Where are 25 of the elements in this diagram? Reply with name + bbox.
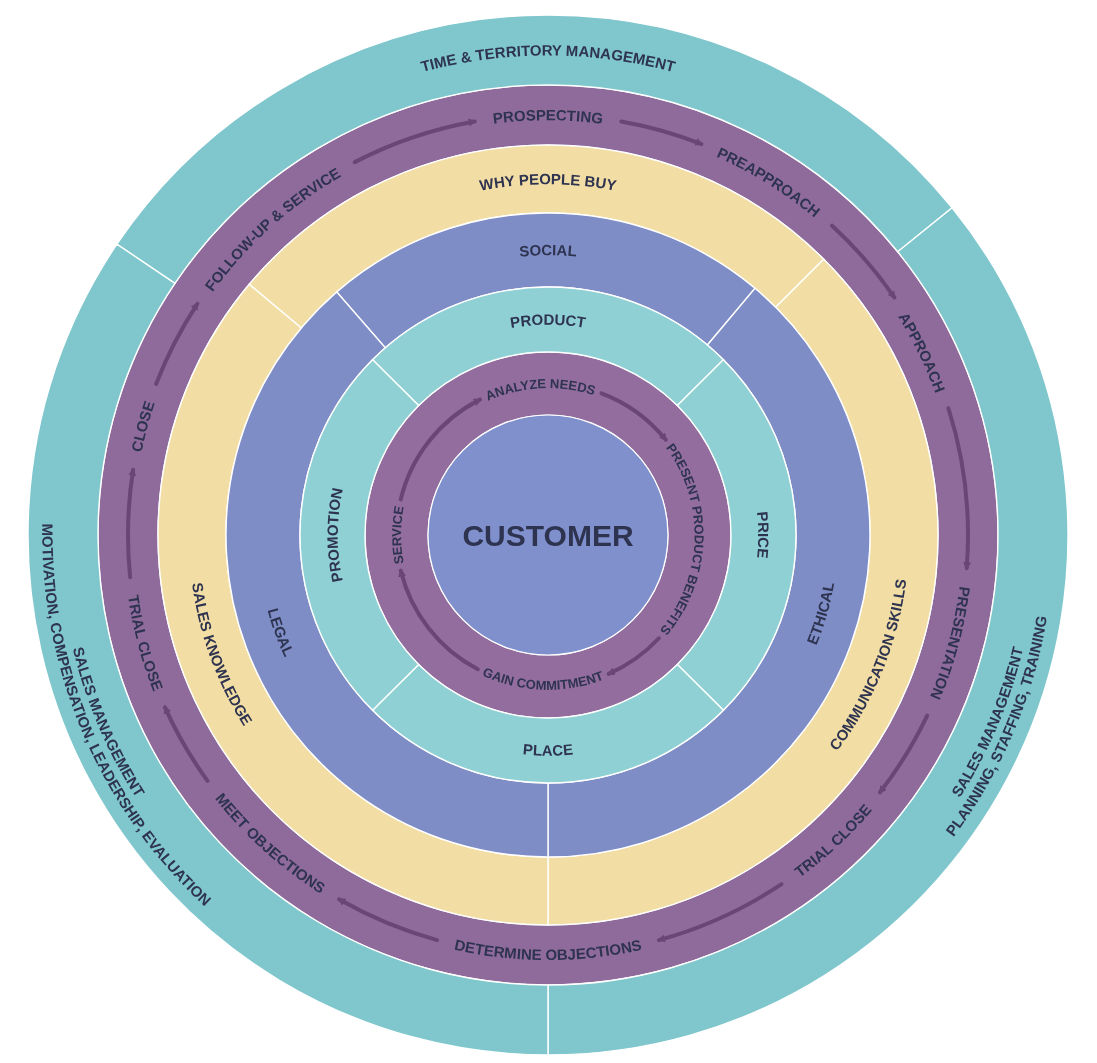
- segment-label: PLACE: [522, 740, 574, 759]
- arrow: [398, 397, 482, 502]
- arrow: [656, 882, 784, 943]
- segment-label: WHY PEOPLE BUY: [478, 170, 618, 194]
- step-label: DETERMINE OBJECTIONS: [453, 935, 643, 964]
- arrow: [830, 223, 897, 300]
- step-label: GAIN COMMITMENT: [480, 664, 606, 693]
- arrow: [352, 118, 477, 165]
- arrow: [398, 568, 480, 672]
- arrow: [878, 713, 930, 795]
- segment-label: PRODUCT: [509, 310, 588, 331]
- arrow: [599, 391, 668, 442]
- arrow: [946, 406, 971, 571]
- ring-segment: [299, 358, 420, 712]
- step-label: PROSPECTING: [491, 106, 604, 127]
- ring-segment: [371, 663, 725, 784]
- center-label: CUSTOMER: [462, 519, 634, 552]
- arrow: [619, 119, 704, 147]
- step-label: ANALYZE NEEDS: [483, 376, 598, 404]
- arrow: [126, 467, 137, 580]
- segment-label: SOCIAL: [518, 241, 578, 260]
- ring-segment: [371, 286, 725, 407]
- arrow: [606, 636, 661, 676]
- arrow: [337, 897, 440, 943]
- arrow: [154, 301, 200, 386]
